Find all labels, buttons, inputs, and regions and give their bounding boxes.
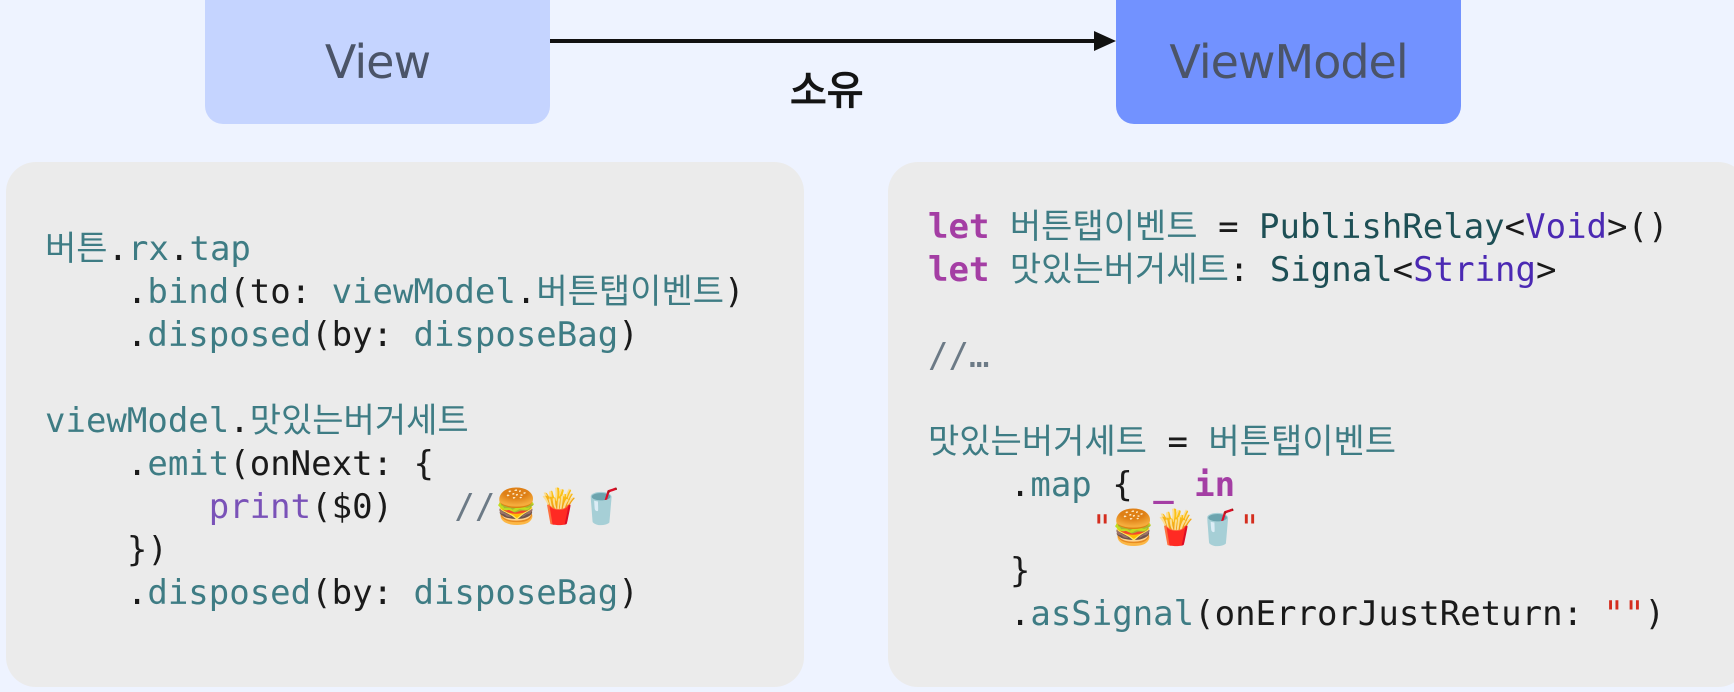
- viewmodel-label: ViewModel: [1169, 35, 1408, 89]
- code-token: rx: [128, 229, 169, 269]
- code-token: .: [229, 401, 250, 441]
- code-line: .disposed(by: disposeBag): [45, 572, 745, 615]
- code-token: bind: [147, 272, 230, 312]
- code-token: .: [169, 229, 190, 269]
- code-line: let 버튼탭이벤트 = PublishRelay<Void>(): [928, 206, 1668, 249]
- code-line: .emit(onNext: {: [45, 443, 745, 486]
- code-token: disposed: [147, 315, 312, 355]
- code-token: (onNext: {: [229, 444, 434, 484]
- code-token: let: [928, 250, 990, 290]
- code-token: disposed: [147, 573, 312, 613]
- code-line: [928, 378, 1668, 421]
- code-token: 버튼탭이벤트: [1009, 207, 1198, 247]
- code-token: >(): [1607, 207, 1669, 247]
- code-line: "🍔🍟🥤": [928, 507, 1668, 550]
- code-token: disposeBag: [413, 315, 619, 355]
- code-token: >: [1535, 250, 1557, 290]
- view-code-block: 버튼.rx.tap .bind(to: viewModel.버튼탭이벤트) .d…: [45, 228, 745, 615]
- ownership-label: 소유: [790, 68, 864, 114]
- code-line: .bind(to: viewModel.버튼탭이벤트): [45, 271, 745, 314]
- code-token: tap: [189, 229, 251, 269]
- code-token: 버튼탭이벤트: [536, 272, 725, 312]
- code-line: .asSignal(onErrorJustReturn: ""): [928, 593, 1668, 636]
- code-token: .: [515, 272, 537, 312]
- code-line: }: [928, 550, 1668, 593]
- code-token: let: [928, 207, 990, 247]
- code-token: (to:: [229, 272, 332, 312]
- code-token: :: [1228, 250, 1270, 290]
- code-token: [989, 207, 1009, 247]
- code-token: print: [208, 487, 312, 527]
- code-token: 맛있는버거세트: [928, 422, 1147, 462]
- code-line: .disposed(by: disposeBag): [45, 314, 745, 357]
- code-token: ): [618, 315, 639, 355]
- code-token: }: [928, 551, 1031, 591]
- code-line: [928, 292, 1668, 335]
- code-token: viewModel: [331, 272, 516, 312]
- code-line: print($0) //🍔🍟🥤: [45, 486, 745, 529]
- code-token: {: [1091, 465, 1154, 505]
- viewmodel-code-panel: let 버튼탭이벤트 = PublishRelay<Void>()let 맛있는…: [888, 162, 1734, 687]
- code-token: ): [724, 272, 745, 312]
- code-line: //…: [928, 335, 1668, 378]
- ownership-arrow: [550, 31, 1116, 51]
- code-token: 버튼: [45, 229, 108, 269]
- view-label: View: [324, 35, 431, 89]
- code-token: String: [1413, 250, 1536, 290]
- code-token: ($0): [311, 487, 455, 527]
- code-token: (onErrorJustReturn:: [1194, 594, 1604, 634]
- viewmodel-box: ViewModel: [1116, 0, 1461, 124]
- view-box: View: [205, 0, 550, 124]
- code-token: <: [1504, 207, 1526, 247]
- code-token: <: [1392, 250, 1414, 290]
- code-token: .: [45, 444, 148, 484]
- code-token: //🍔🍟🥤: [454, 487, 623, 527]
- code-line: 맛있는버거세트 = 버튼탭이벤트: [928, 421, 1668, 464]
- code-token: =: [1197, 207, 1260, 247]
- code-token: Void: [1525, 207, 1608, 247]
- code-token: =: [1146, 422, 1209, 462]
- code-line: [45, 357, 745, 400]
- code-token: .: [107, 229, 129, 269]
- code-token: ): [1644, 594, 1665, 634]
- code-token: "": [1603, 594, 1645, 634]
- code-token: 맛있는버거세트: [249, 401, 469, 441]
- code-token: map: [1030, 465, 1092, 505]
- code-token: asSignal: [1030, 594, 1195, 634]
- code-token: emit: [147, 444, 230, 484]
- code-token: disposeBag: [413, 573, 619, 613]
- code-token: PublishRelay: [1259, 207, 1505, 247]
- code-token: Signal: [1269, 250, 1393, 290]
- code-token: .: [45, 272, 148, 312]
- code-token: [45, 487, 209, 527]
- code-token: viewModel: [45, 401, 230, 441]
- code-token: "🍔🍟🥤": [1091, 508, 1260, 548]
- view-code-panel: 버튼.rx.tap .bind(to: viewModel.버튼탭이벤트) .d…: [6, 162, 804, 687]
- arrow-head: [1094, 31, 1116, 51]
- viewmodel-code-block: let 버튼탭이벤트 = PublishRelay<Void>()let 맛있는…: [928, 206, 1668, 636]
- code-token: .: [45, 315, 148, 355]
- code-token: 맛있는버거세트: [1009, 250, 1229, 290]
- code-line: .map { _ in: [928, 464, 1668, 507]
- code-token: 버튼탭이벤트: [1208, 422, 1397, 462]
- code-token: }): [45, 530, 168, 570]
- code-line: 버튼.rx.tap: [45, 228, 745, 271]
- code-line: viewModel.맛있는버거세트: [45, 400, 745, 443]
- code-token: .: [928, 465, 1031, 505]
- code-token: //…: [928, 336, 990, 376]
- code-line: }): [45, 529, 745, 572]
- code-token: ): [618, 573, 639, 613]
- code-token: [1174, 465, 1194, 505]
- code-token: in: [1194, 465, 1236, 505]
- code-token: [928, 508, 1092, 548]
- code-line: let 맛있는버거세트: Signal<String>: [928, 249, 1668, 292]
- code-token: .: [928, 594, 1031, 634]
- code-token: _: [1153, 465, 1174, 505]
- code-token: [989, 250, 1009, 290]
- code-token: (by:: [311, 573, 414, 613]
- code-token: (by:: [311, 315, 414, 355]
- code-token: .: [45, 573, 148, 613]
